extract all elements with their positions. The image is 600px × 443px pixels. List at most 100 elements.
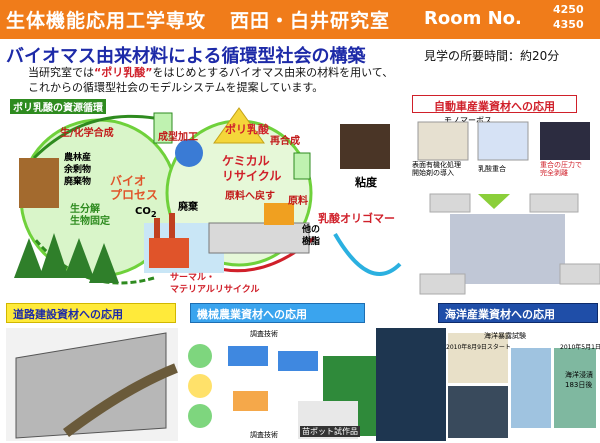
tree-icon <box>14 238 44 278</box>
chem-synth-label: 生/化学合成 <box>60 128 114 139</box>
chemical-recycle-2: リサイクル <box>222 169 282 183</box>
to-raw-label: 原料へ戻す <box>225 191 275 202</box>
room-number-2: 4350 <box>553 18 584 31</box>
auto-step-5: 完全剥離 <box>540 169 568 177</box>
crops-label-3: 廃棄物 <box>64 177 92 187</box>
part-image <box>419 273 466 295</box>
car-image <box>450 214 565 284</box>
room-numbers: 4250 4350 <box>553 2 584 32</box>
crops-label-2: 余剰物 <box>64 165 92 175</box>
desc-line2: これからの循環型社会のモデルシステムを提案しています。 <box>28 81 324 94</box>
decompose-label-1: 生分解 <box>70 204 100 215</box>
tree-icon <box>89 243 119 283</box>
visit-time: 見学の所要時間：約20分 <box>424 49 560 63</box>
road-image <box>6 328 181 441</box>
arrow-top <box>32 114 155 160</box>
marine-caption-a: 2010年8月9日スタート <box>446 344 511 351</box>
bio-process-label-2: プロセス <box>110 188 159 202</box>
desc-quote: “ポリ乳酸” <box>94 66 153 79</box>
extruder-icon <box>208 222 310 254</box>
node-icon <box>188 404 212 428</box>
room-label: Room No. <box>424 8 522 29</box>
marine-photo-1 <box>376 328 446 441</box>
marine-section-label: 海洋産業資材への応用 <box>438 303 598 323</box>
other-resin-1: 他の <box>302 225 321 235</box>
agri-diagram <box>178 326 383 441</box>
marine-photo-3 <box>448 386 508 438</box>
factory-icon <box>149 238 189 268</box>
flask-icon-2 <box>293 152 311 180</box>
crops-label-1: 農林産 <box>64 153 92 163</box>
part-image <box>529 193 579 213</box>
desc-suffix: をはじめとするバイオマス由来の材料を用いて、 <box>152 66 394 79</box>
marine-photo-4 <box>511 348 551 428</box>
pla-cycle-diagram <box>4 98 404 298</box>
auto-step-3: 乳酸重合 <box>478 165 506 173</box>
node-icon <box>188 374 212 398</box>
molding-label: 成型加工 <box>158 132 198 143</box>
hopper-icon <box>264 203 294 225</box>
pla-label: ポリ乳酸 <box>225 123 269 136</box>
agri-flow-bottom: 調査技術 <box>250 431 278 439</box>
node-icon <box>188 344 212 368</box>
agri-flow-top: 調査技術 <box>250 330 278 338</box>
room-number-1: 4250 <box>553 3 584 16</box>
part-image <box>559 263 600 285</box>
crops-icon <box>19 158 59 208</box>
auto-step-2: 開始剤の導入 <box>412 169 454 177</box>
oligomer-label: 乳酸オリゴマー <box>318 212 395 225</box>
auto-step-4: 重合の圧力で <box>540 161 582 169</box>
raw-label: 原料 <box>288 196 308 207</box>
node-box <box>278 351 318 371</box>
desc-prefix: 当研究室では <box>28 66 94 79</box>
chemical-recycle-1: ケミカル <box>222 154 270 168</box>
road-curve <box>63 363 178 438</box>
department-title: 生体機能応用工学専攻 <box>6 10 207 32</box>
down-arrow-icon <box>478 194 510 209</box>
thermal-label-1: サーマル・ <box>170 273 216 283</box>
road-section-label: 道路建設資材への応用 <box>6 303 176 323</box>
co2-label: CO2 <box>135 206 157 219</box>
lab-name: 西田・白井研究室 <box>230 10 391 32</box>
marine-caption-d: 183日後 <box>565 381 593 389</box>
marine-photo-5 <box>554 348 596 428</box>
waste-label: 廃棄 <box>178 202 198 213</box>
co2-text: CO <box>135 206 151 217</box>
marine-caption-b: 2010年5月1日 <box>560 344 600 351</box>
road-panel <box>15 332 167 439</box>
pellet-pile-icon <box>213 107 265 144</box>
bio-process-label-1: バイオ <box>110 174 147 188</box>
marine-images <box>376 328 596 441</box>
part-image <box>429 193 471 213</box>
monomer-image <box>417 121 469 161</box>
flask-icon <box>153 112 173 144</box>
agri-pot-caption: 苗ポット試作品 <box>300 426 360 437</box>
header-bar: 生体機能応用工学専攻 西田・白井研究室 Room No. 4250 4350 <box>0 0 600 39</box>
agri-section-label: 機械農業資材への応用 <box>190 303 365 323</box>
marine-caption-c: 海洋浸漬 <box>565 371 593 379</box>
auto-step-1: 表面有機化処理 <box>412 161 461 169</box>
decompose-label-2: 生物固定 <box>70 216 110 227</box>
auto-images <box>333 121 600 295</box>
page-title: バイオマス由来材料による循環型社会の構築 <box>6 46 366 67</box>
chimney-1 <box>154 218 160 238</box>
thermal-label-2: マテリアルリサイクル <box>170 285 260 295</box>
node-box <box>228 346 268 366</box>
connector-arrow <box>333 232 402 276</box>
co2-sub: 2 <box>150 209 157 219</box>
clay-image <box>340 124 390 169</box>
tree-icon <box>64 238 94 278</box>
polymer-image <box>477 121 529 161</box>
cycle-heading: ポリ乳酸の資源循環 <box>10 99 106 114</box>
exfoliated-image <box>540 122 590 160</box>
recycle-top-label: 再合成 <box>270 136 300 147</box>
tree-icon <box>39 233 69 278</box>
tractor-icon <box>233 391 268 411</box>
description: 当研究室では“ポリ乳酸”をはじめとするバイオマス由来の材料を用いて、 これからの… <box>28 65 428 95</box>
globe-icon <box>175 139 203 167</box>
clay-label: 粘度 <box>355 176 377 189</box>
monomer-label: モノマーボス <box>444 116 492 125</box>
marine-panel-title: 海洋暴露試験 <box>484 332 526 340</box>
other-resin-2: 樹脂 <box>302 237 321 247</box>
auto-section-label: 自動車産業資材への応用 <box>412 95 577 113</box>
